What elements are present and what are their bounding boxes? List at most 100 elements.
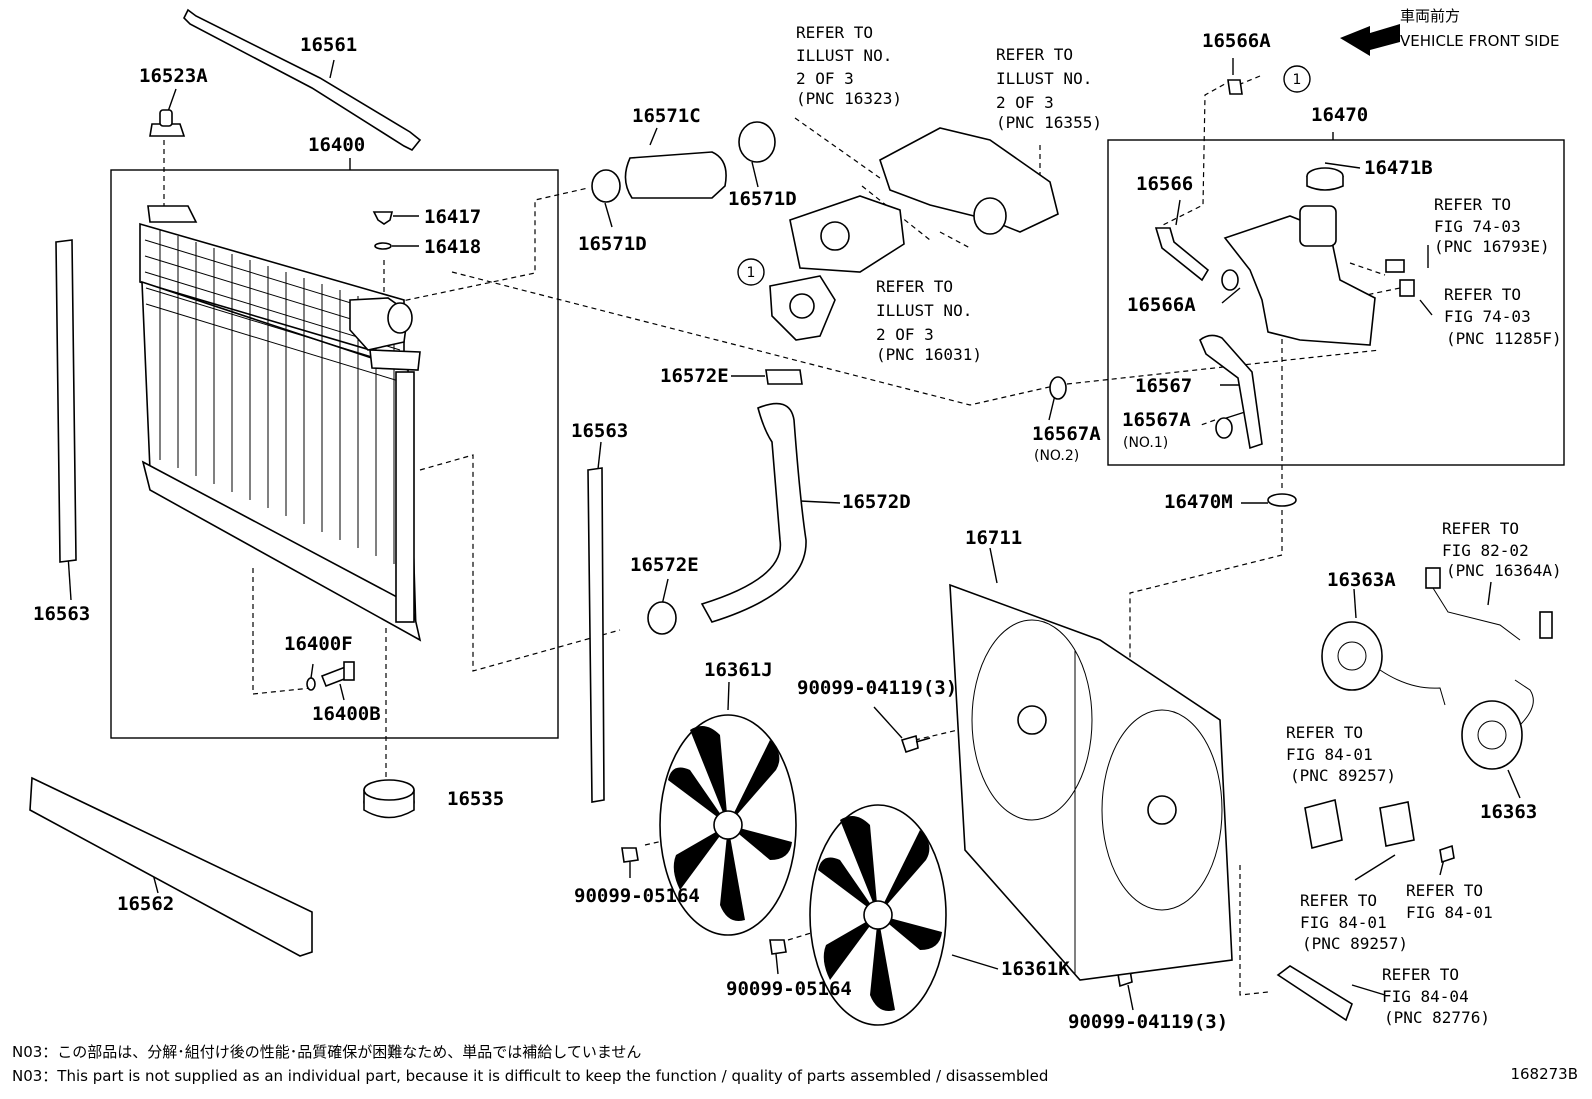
svg-text:FIG 84-01: FIG 84-01 bbox=[1300, 913, 1387, 932]
reserve-tank-hose-icon bbox=[1154, 227, 1210, 282]
reference-fig-84-04: REFER TO FIG 84-04 (PNC 82776) bbox=[1382, 965, 1490, 1027]
svg-text:(PNC 16323): (PNC 16323) bbox=[796, 89, 902, 108]
reference-fig-84-01-b: REFER TO FIG 84-01 (PNC 89257) bbox=[1300, 891, 1408, 953]
fan-motor-a-icon bbox=[1321, 621, 1446, 706]
part-number-16470M: 16470M bbox=[1164, 491, 1233, 513]
tank-grommet-icon bbox=[1267, 493, 1297, 507]
water-bypass-pipe-icon bbox=[879, 127, 1059, 235]
drain-plug-icon bbox=[372, 211, 394, 225]
part-number-16561: 16561 bbox=[300, 34, 357, 56]
part-number-16523A: 16523A bbox=[139, 65, 208, 87]
part-number-16471B: 16471B bbox=[1364, 157, 1433, 179]
radiator-assembly-frame bbox=[110, 169, 559, 739]
svg-text:FIG 84-01: FIG 84-01 bbox=[1406, 903, 1493, 922]
svg-text:FIG 82-02: FIG 82-02 bbox=[1442, 541, 1529, 560]
part-number-16563-left: 16563 bbox=[33, 603, 90, 625]
part-number-90099-04119-bottom: 90099-04119(3) bbox=[1068, 1011, 1228, 1033]
reference-bracket-icon bbox=[1385, 259, 1405, 273]
part-number-16400F: 16400F bbox=[284, 633, 353, 655]
fan-nut-icon bbox=[769, 939, 787, 955]
lower-cushion-icon bbox=[363, 779, 415, 819]
reserve-tank-icon bbox=[1223, 205, 1376, 346]
part-number-16571C: 16571C bbox=[632, 105, 701, 127]
svg-text:2 OF 3: 2 OF 3 bbox=[796, 69, 854, 88]
svg-text:FIG 84-01: FIG 84-01 bbox=[1286, 745, 1373, 764]
svg-text:(PNC 11285F): (PNC 11285F) bbox=[1446, 329, 1562, 348]
reserve-tank-cap-icon bbox=[1306, 167, 1344, 191]
upper-support-icon bbox=[149, 109, 186, 137]
reserve-tank-assembly-frame bbox=[1107, 139, 1565, 466]
reserve-tank-outlet-hose-icon bbox=[1199, 334, 1263, 450]
part-number-16470: 16470 bbox=[1311, 104, 1368, 126]
hose-clamp-icon bbox=[738, 121, 776, 163]
bolt-icon bbox=[900, 734, 931, 754]
svg-text:REFER TO: REFER TO bbox=[796, 23, 873, 42]
radiator-icon bbox=[139, 205, 422, 642]
svg-text:REFER TO: REFER TO bbox=[1444, 285, 1521, 304]
drawing-number: 168273B bbox=[1510, 1065, 1578, 1083]
drain-cock-icon bbox=[320, 661, 355, 688]
reference-bracket-icon bbox=[1399, 279, 1415, 297]
reference-illust-16355: REFER TO ILLUST NO. 2 OF 3 (PNC 16355) bbox=[996, 45, 1102, 132]
water-outlet-icon bbox=[789, 195, 905, 273]
reference-fig-74-03-a: REFER TO FIG 74-03 (PNC 16793E) bbox=[1434, 195, 1550, 256]
thermostat-housing-icon bbox=[769, 275, 836, 341]
part-number-16363A: 16363A bbox=[1327, 569, 1396, 591]
radiator-outlet-hose-icon bbox=[700, 402, 807, 623]
part-number-16361K: 16361K bbox=[1001, 958, 1070, 980]
o-ring-icon bbox=[374, 242, 392, 250]
part-number-16563-right: 16563 bbox=[571, 420, 628, 442]
vehicle-front-label-jp: 車両前方 bbox=[1400, 7, 1460, 25]
connector-icon bbox=[1379, 801, 1415, 847]
part-number-16571D-top: 16571D bbox=[728, 188, 797, 210]
svg-text:(PNC 16793E): (PNC 16793E) bbox=[1434, 237, 1550, 256]
vehicle-front-label: VEHICLE FRONT SIDE bbox=[1400, 32, 1560, 50]
bolt-icon bbox=[1439, 844, 1455, 864]
svg-text:FIG 84-04: FIG 84-04 bbox=[1382, 987, 1469, 1006]
svg-text:1: 1 bbox=[1293, 72, 1302, 88]
svg-text:(PNC 16364A): (PNC 16364A) bbox=[1446, 561, 1562, 580]
svg-text:2 OF 3: 2 OF 3 bbox=[876, 325, 934, 344]
fan-motor-icon bbox=[1461, 679, 1534, 770]
svg-text:REFER TO: REFER TO bbox=[1300, 891, 1377, 910]
part-number-16711: 16711 bbox=[965, 527, 1022, 549]
part-number-16566A-mid: 16566A bbox=[1127, 294, 1196, 316]
footnote-japanese: N03：この部品は、分解･組付け後の性能･品質確保が困難なため、単品では補給して… bbox=[12, 1043, 642, 1061]
hose-clamp-icon bbox=[1215, 417, 1233, 439]
svg-text:ILLUST NO.: ILLUST NO. bbox=[876, 301, 972, 320]
upper-seal-icon bbox=[183, 8, 422, 152]
radiator-inlet-hose-icon bbox=[624, 151, 727, 199]
part-number-16400: 16400 bbox=[308, 134, 365, 156]
cooling-fan-left-icon bbox=[659, 714, 797, 936]
fan-shroud-icon bbox=[949, 583, 1233, 981]
part-number-16572E-top: 16572E bbox=[660, 365, 729, 387]
part-number-90099-05164-top: 90099-05164 bbox=[574, 885, 700, 907]
svg-text:(PNC 89257): (PNC 89257) bbox=[1290, 766, 1396, 785]
reference-fig-82-02: REFER TO FIG 82-02 (PNC 16364A) bbox=[1442, 519, 1562, 580]
part-number-16567A-left: 16567A bbox=[1032, 423, 1101, 445]
svg-text:REFER TO: REFER TO bbox=[1406, 881, 1483, 900]
duct-icon bbox=[1276, 965, 1353, 1022]
part-number-16566: 16566 bbox=[1136, 173, 1193, 195]
part-number-16566A-top: 16566A bbox=[1202, 30, 1271, 52]
reference-fig-74-03-b: REFER TO FIG 74-03 (PNC 11285F) bbox=[1444, 285, 1562, 348]
hose-clamp-icon bbox=[591, 169, 621, 203]
part-number-16363: 16363 bbox=[1480, 801, 1537, 823]
svg-text:FIG 74-03: FIG 74-03 bbox=[1434, 217, 1521, 236]
vehicle-front-arrow-icon bbox=[1340, 24, 1400, 56]
hose-clamp-icon bbox=[1221, 269, 1239, 291]
hose-clamp-icon bbox=[647, 601, 677, 635]
reference-fig-84-01-c: REFER TO FIG 84-01 bbox=[1406, 881, 1493, 922]
svg-text:FIG 74-03: FIG 74-03 bbox=[1444, 307, 1531, 326]
part-number-16400B: 16400B bbox=[312, 703, 381, 725]
svg-text:ILLUST NO.: ILLUST NO. bbox=[796, 46, 892, 65]
callout-marker-1-icon: 1 bbox=[1283, 65, 1311, 93]
svg-text:(PNC 16031): (PNC 16031) bbox=[876, 345, 982, 364]
reference-fig-84-01-a: REFER TO FIG 84-01 (PNC 89257) bbox=[1286, 723, 1396, 785]
part-number-16572E-bottom: 16572E bbox=[630, 554, 699, 576]
part-number-16571D-left: 16571D bbox=[578, 233, 647, 255]
part-number-90099-05164-bottom: 90099-05164 bbox=[726, 978, 852, 1000]
part-number-16418: 16418 bbox=[424, 236, 481, 258]
part-number-16567: 16567 bbox=[1135, 375, 1192, 397]
